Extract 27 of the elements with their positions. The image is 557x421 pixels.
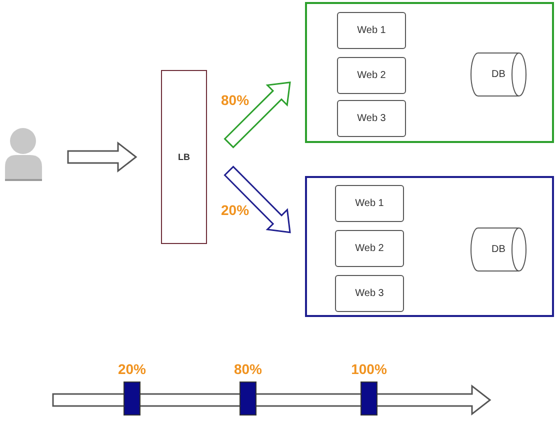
- block-arrow: [224, 82, 291, 148]
- person-icon: [5, 128, 42, 181]
- percent-label: 80%: [232, 361, 264, 377]
- percent-label: 100%: [350, 361, 388, 377]
- server-box: [335, 275, 404, 312]
- server-box: [335, 185, 404, 222]
- block-arrow: [67, 141, 138, 173]
- node-label: Web 3: [357, 113, 386, 124]
- edge-label: 20%: [221, 202, 250, 218]
- node-label: Web 2: [357, 70, 386, 81]
- node-label: Web 1: [357, 25, 386, 36]
- node-label: LB: [178, 152, 190, 162]
- percent-label: 20%: [116, 361, 148, 377]
- node-label: Web 3: [355, 288, 384, 299]
- server-box: [337, 57, 406, 94]
- node-label: Web 2: [355, 243, 384, 254]
- node-label: DB: [492, 69, 506, 80]
- server-box: [337, 12, 406, 49]
- server-box: [337, 100, 406, 137]
- server-group-frame: [305, 176, 554, 317]
- server-group-frame: [305, 2, 554, 143]
- block-arrow: [224, 166, 291, 234]
- node-label: DB: [492, 244, 506, 255]
- server-box: [335, 230, 404, 267]
- load-balancer-box: [161, 70, 207, 244]
- node-label: Web 1: [355, 198, 384, 209]
- edge-label: 80%: [221, 92, 250, 108]
